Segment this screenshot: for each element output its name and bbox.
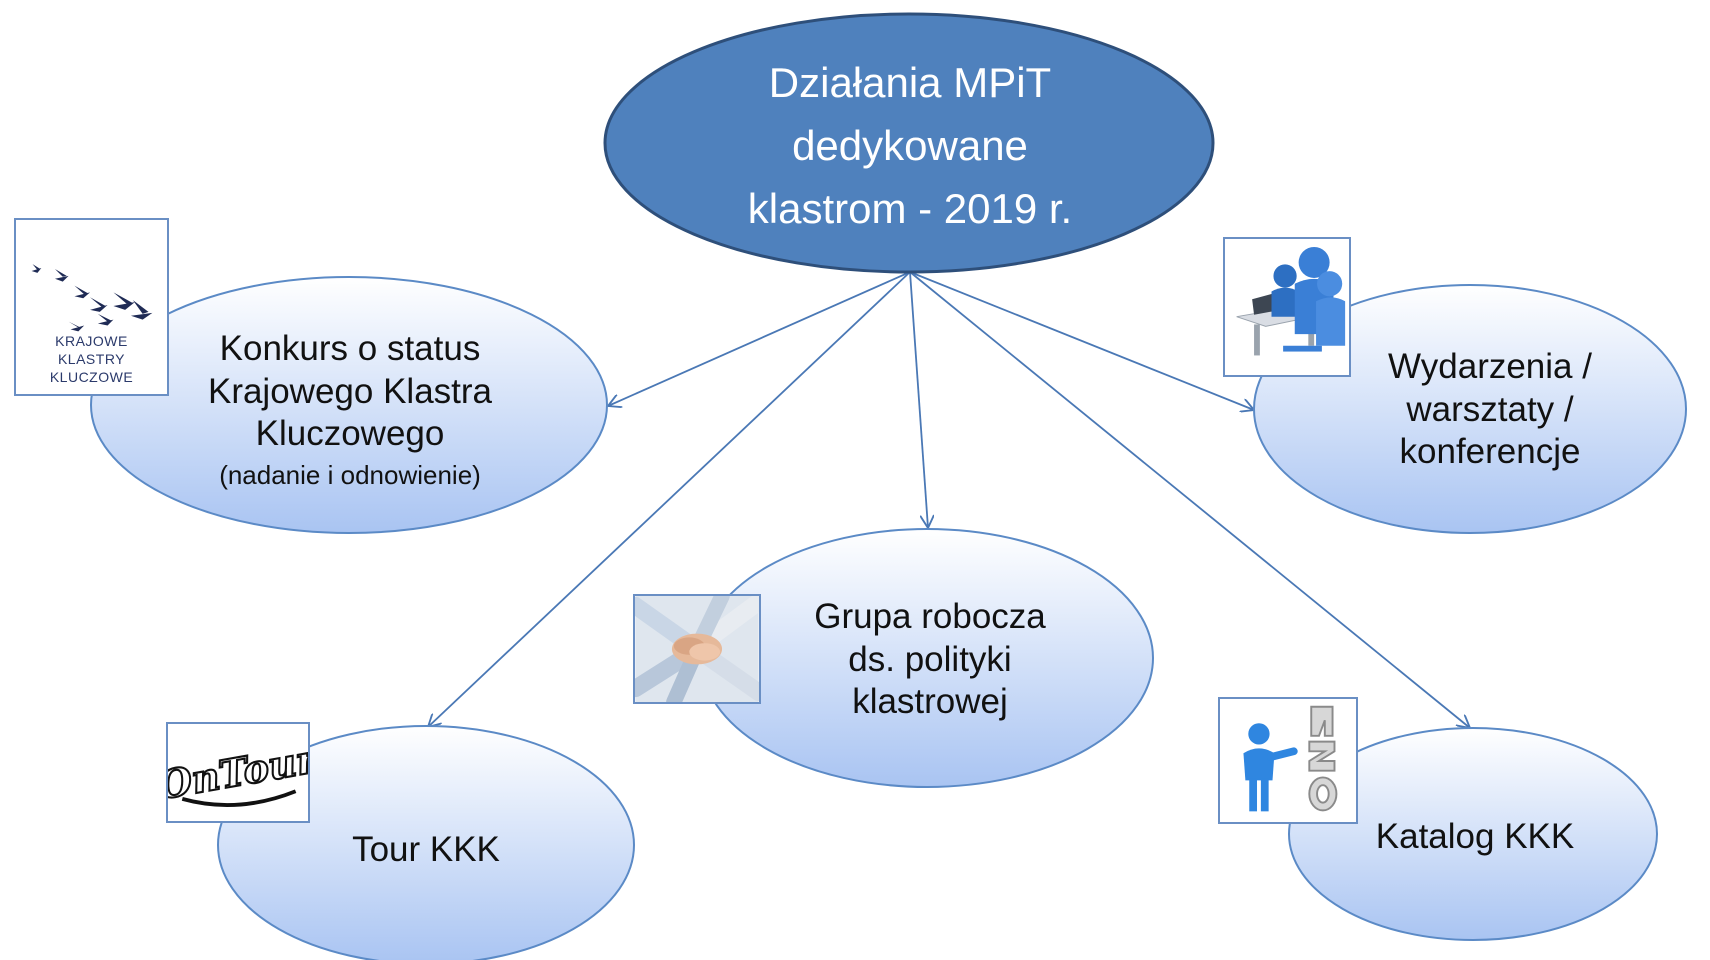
node-katalog-ellipse [1288, 727, 1658, 941]
central-ellipse [603, 12, 1215, 274]
node-line: Grupa robocza [814, 596, 1046, 636]
central-label: Działania MPiT dedykowane klastrom - 201… [660, 50, 1160, 240]
kkk-logo-text: KRAJOWE KLASTRY KLUCZOWE [16, 332, 167, 387]
node-konkurs-ellipse [90, 276, 608, 534]
people-at-desk-icon [1225, 239, 1349, 375]
node-line: Tour KKK [352, 829, 500, 869]
teamwork-hands-icon [635, 596, 759, 702]
logo-line: KLUCZOWE [49, 369, 134, 386]
birds-icon [31, 264, 153, 332]
arrow-to-tour [428, 271, 911, 727]
node-wydarzenia-label: Wydarzenia / warsztaty / konferencje [1330, 330, 1650, 490]
node-subtitle: (nadanie i odnowienie) [219, 460, 481, 491]
node-line: Wydarzenia / [1388, 346, 1592, 386]
node-tour-ellipse [217, 725, 635, 960]
central-line: klastrom - 2019 r. [747, 184, 1073, 232]
node-line: Katalog KKK [1375, 816, 1575, 856]
ontour-logo-icon: OnTour [168, 724, 308, 821]
central-line: Działania MPiT [768, 58, 1052, 106]
node-line: Konkurs o status [219, 329, 481, 369]
person-with-letters-icon [1220, 699, 1356, 822]
arrow-to-katalog [909, 271, 1470, 728]
node-tour-label: Tour KKK [306, 820, 546, 880]
node-line: konferencje [1399, 432, 1581, 472]
node-grupa-label: Grupa robocza ds. polityki klastrowej [780, 580, 1080, 740]
node-katalog-label: Katalog KKK [1340, 807, 1610, 867]
hands-thumbnail [633, 594, 761, 704]
node-line: ds. polityki [848, 639, 1012, 679]
arrow-to-konkurs [608, 271, 911, 406]
node-wydarzenia-ellipse [1253, 284, 1687, 534]
figure-thumbnail [1218, 697, 1358, 824]
arrow-to-grupa [909, 271, 928, 528]
logo-line: KLASTRY [57, 351, 126, 368]
ontour-thumbnail: OnTour [166, 722, 310, 823]
node-line: klastrowej [852, 682, 1008, 722]
kkk-logo-thumbnail: KRAJOWE KLASTRY KLUCZOWE [14, 218, 169, 396]
node-line: Kluczowego [255, 414, 445, 454]
meeting-thumbnail [1223, 237, 1351, 377]
logo-line: KRAJOWE [55, 333, 128, 349]
node-line: warsztaty / [1406, 389, 1574, 429]
arrow-to-wydarzenia [909, 271, 1254, 410]
central-line: dedykowane [792, 121, 1028, 169]
node-konkurs-label: Konkurs o status Krajowego Klastra Klucz… [170, 310, 530, 510]
node-line: Krajowego Klastra [207, 371, 493, 411]
